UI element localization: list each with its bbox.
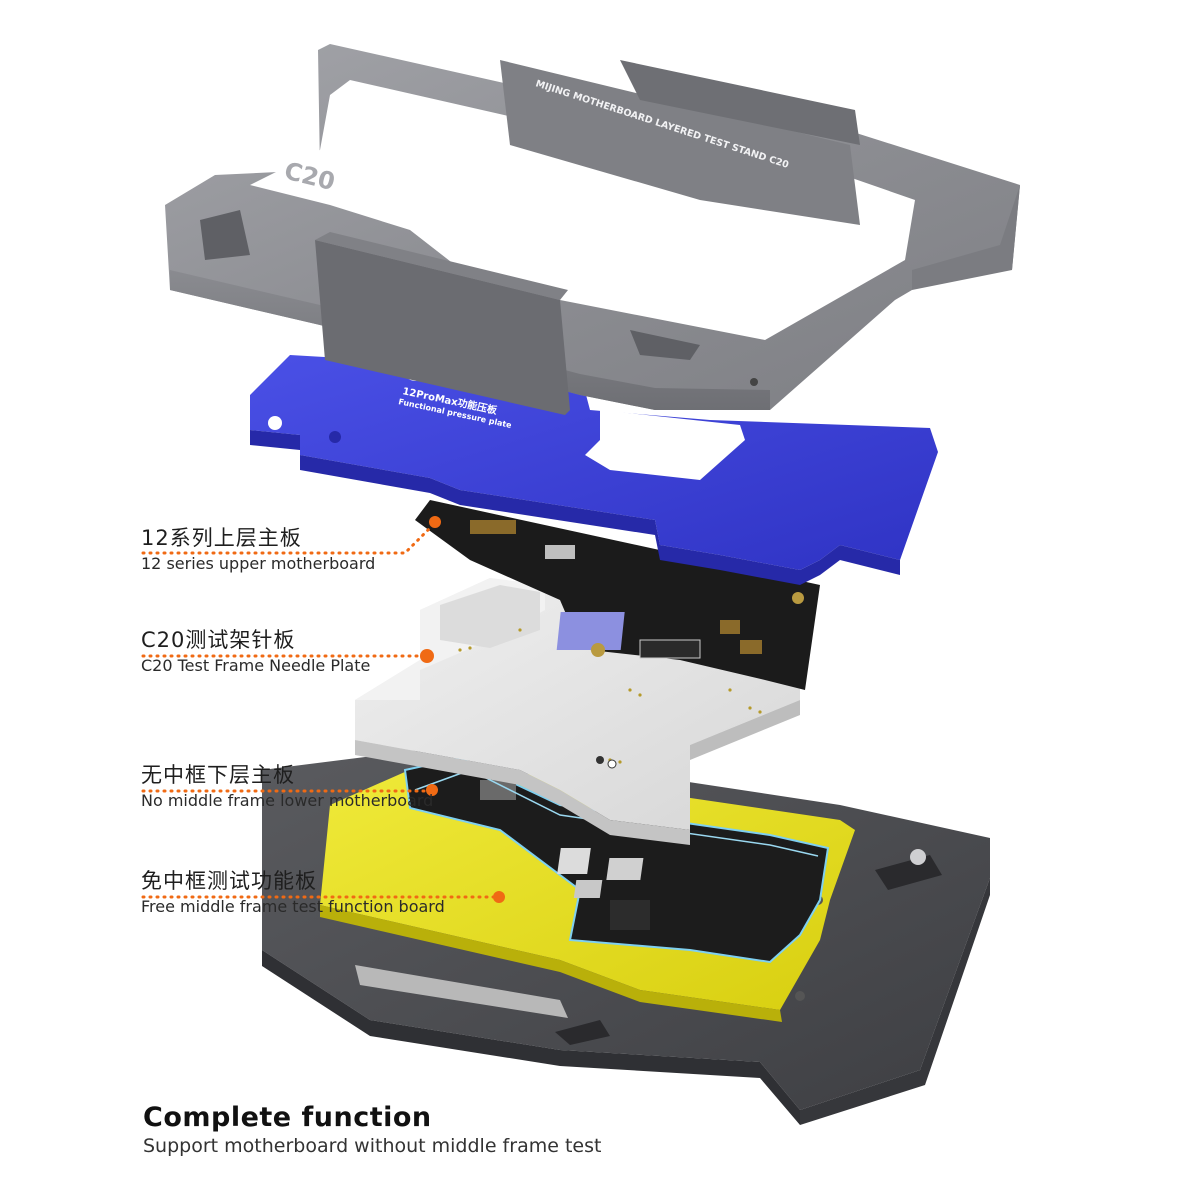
callout-label-en: No middle frame lower motherboard	[141, 791, 434, 810]
callout-needle-plate: C20测试架针板 C20 Test Frame Needle Plate	[141, 628, 370, 675]
callout-function-board: 免中框测试功能板 Free middle frame test function…	[141, 869, 445, 916]
callout-label-cn: 12系列上层主板	[141, 526, 302, 550]
callout-dot-needle-plate	[420, 649, 434, 663]
callout-label-en: C20 Test Frame Needle Plate	[141, 656, 371, 675]
feature-title: Complete function	[143, 1102, 432, 1133]
feature-caption: Complete function Support motherboard wi…	[143, 1102, 601, 1157]
callout-label-cn: 免中框测试功能板	[141, 869, 317, 893]
upper-motherboard	[415, 500, 820, 690]
feature-subtitle: Support motherboard without middle frame…	[143, 1135, 602, 1157]
callout-leaders	[141, 516, 505, 903]
top-frame: MIJING MOTHERBOARD LAYERED TEST STAND C2…	[165, 44, 1020, 415]
callout-upper-motherboard: 12系列上层主板 12 series upper motherboard	[141, 526, 375, 573]
callout-label-en: Free middle frame test function board	[141, 897, 445, 916]
callout-label-cn: 无中框下层主板	[141, 763, 295, 787]
callout-dot-lower-motherboard	[426, 784, 438, 796]
callout-dot-function-board	[493, 891, 505, 903]
lower-motherboard	[403, 756, 830, 964]
callout-lower-motherboard: 无中框下层主板 No middle frame lower motherboar…	[141, 763, 433, 810]
callout-label-cn: C20测试架针板	[141, 628, 296, 652]
callout-label-en: 12 series upper motherboard	[141, 554, 376, 573]
callout-dot-upper-motherboard	[429, 516, 441, 528]
pressure-plate: 12ProMax功能压板 Functional pressure plate 米…	[250, 355, 938, 585]
